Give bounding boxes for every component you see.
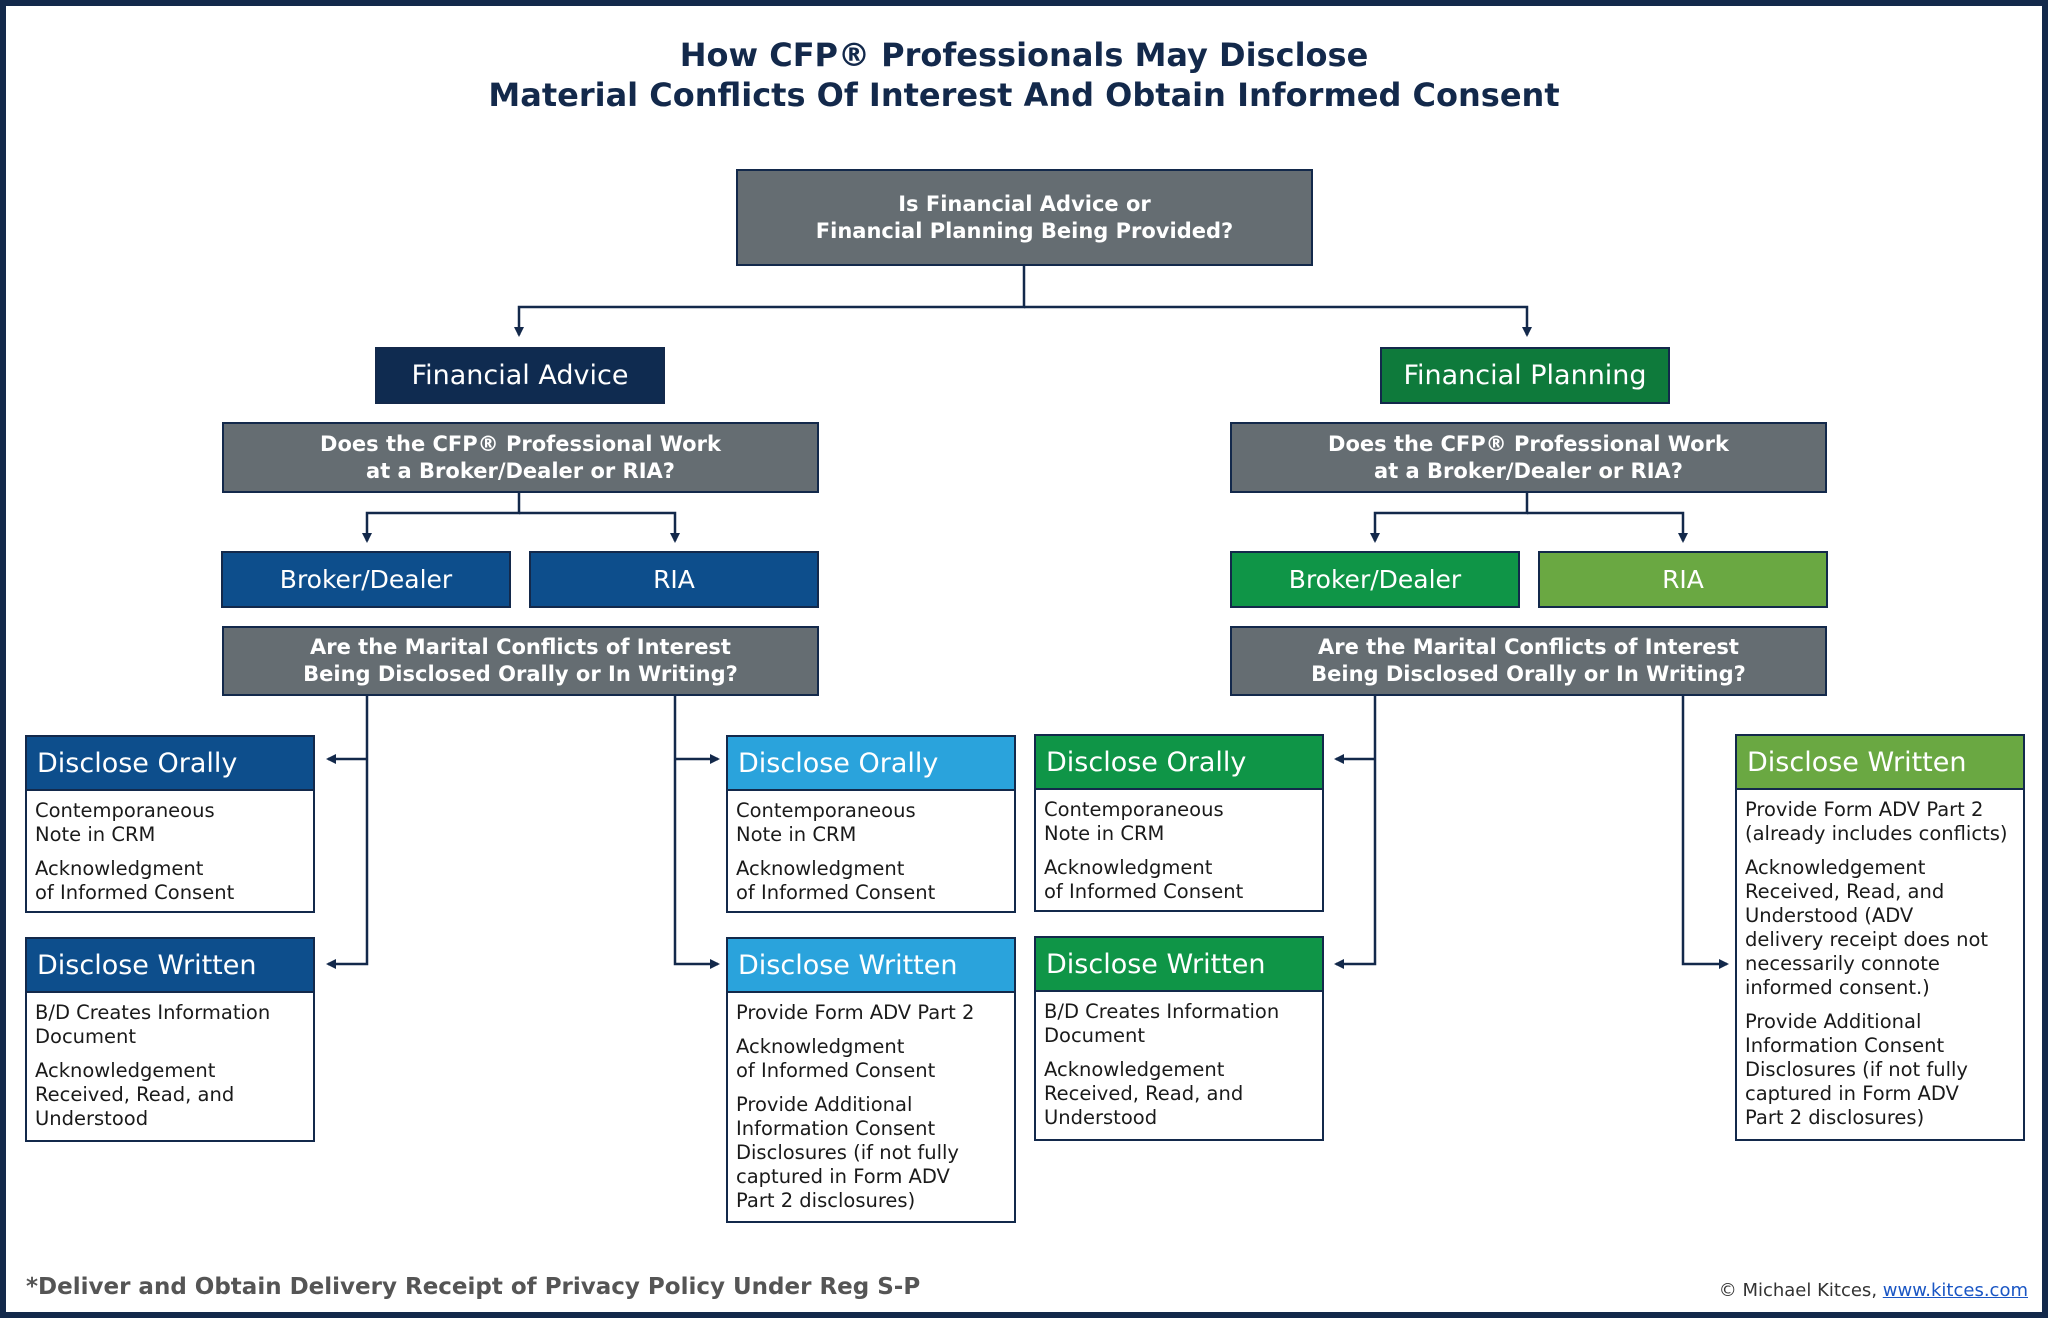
left-method-question-line-2: Being Disclosed Orally or In Writing? — [303, 662, 738, 686]
connector-left-bd-written — [326, 696, 369, 969]
card-heading: Disclose Written — [728, 939, 1014, 993]
title-line-2: Material Conflicts Of Interest And Obtai… — [488, 76, 1560, 114]
card-heading: Disclose Orally — [27, 737, 313, 791]
card-heading: Disclose Written — [1737, 736, 2023, 790]
card-item: Provide Additional Information Consent D… — [1745, 1010, 1968, 1129]
connector-root-left — [514, 266, 1026, 337]
credit-prefix: © Michael Kitces, — [1718, 1280, 1883, 1301]
title-line-1: How CFP® Professionals May Disclose — [679, 36, 1369, 74]
card-heading: Disclose Written — [1036, 938, 1322, 992]
connector-right-ria-written — [1681, 696, 1729, 969]
right-employer-question: Does the CFP® Professional Work at a Bro… — [1230, 422, 1827, 493]
card-item: Acknowledgement Received, Read, and Unde… — [35, 1059, 235, 1130]
card-item: Acknowledgment of Informed Consent — [736, 1035, 936, 1082]
left-employer-question: Does the CFP® Professional Work at a Bro… — [222, 422, 819, 493]
card-item: B/D Creates Information Document — [1044, 1000, 1280, 1047]
left-employer-question-line-2: at a Broker/Dealer or RIA? — [366, 458, 675, 483]
card-heading: Disclose Written — [27, 939, 313, 993]
kitces-link[interactable]: www.kitces.com — [1882, 1280, 2028, 1301]
right-bd-written-card: Disclose Written B/D Creates Information… — [1034, 936, 1324, 1141]
right-branch-broker-dealer: Broker/Dealer — [1230, 551, 1520, 608]
connector-root-right — [1024, 305, 1532, 337]
category-financial-planning: Financial Planning — [1380, 347, 1670, 404]
card-item: Provide Additional Information Consent D… — [736, 1093, 959, 1212]
root-question-line-1: Is Financial Advice or — [898, 191, 1151, 216]
right-branch-ria: RIA — [1538, 551, 1828, 608]
right-method-question: Are the Marital Conflicts of Interest Be… — [1230, 626, 1827, 696]
category-financial-advice: Financial Advice — [375, 347, 665, 404]
right-ria-written-card: Disclose Written Provide Form ADV Part 2… — [1735, 734, 2025, 1141]
card-item: Acknowledgment of Informed Consent — [736, 857, 936, 904]
credit: © Michael Kitces, www.kitces.com — [1719, 1280, 2028, 1301]
card-item: Contemporaneous Note in CRM — [1044, 798, 1224, 845]
card-heading: Disclose Orally — [1036, 736, 1322, 790]
right-method-question-line-1: Are the Marital Conflicts of Interest — [1318, 635, 1739, 659]
right-employer-question-line-2: at a Broker/Dealer or RIA? — [1374, 458, 1683, 483]
card-item: Acknowledgement Received, Read, and Unde… — [1745, 856, 1989, 999]
connector-left-bd — [362, 493, 521, 543]
card-item: Provide Form ADV Part 2 — [736, 1001, 975, 1024]
left-employer-question-line-1: Does the CFP® Professional Work — [320, 431, 721, 456]
left-ria-written-card: Disclose Written Provide Form ADV Part 2… — [726, 937, 1016, 1223]
card-item: Contemporaneous Note in CRM — [35, 799, 215, 846]
card-heading: Disclose Orally — [728, 737, 1014, 791]
right-method-question-line-2: Being Disclosed Orally or In Writing? — [1311, 662, 1746, 686]
connector-right-ria — [1527, 511, 1688, 543]
left-bd-written-card: Disclose Written B/D Creates Information… — [25, 937, 315, 1142]
connector-left-ria-written — [673, 696, 720, 969]
card-item: Acknowledgment of Informed Consent — [35, 857, 235, 904]
connector-left-ria — [519, 511, 680, 543]
right-bd-oral-card: Disclose Orally Contemporaneous Note in … — [1034, 734, 1324, 912]
connector-right-bd-written — [1334, 696, 1377, 969]
left-branch-broker-dealer: Broker/Dealer — [221, 551, 511, 608]
connector-right-bd — [1370, 493, 1529, 543]
left-ria-oral-card: Disclose Orally Contemporaneous Note in … — [726, 735, 1016, 913]
root-question-line-2: Financial Planning Being Provided? — [815, 218, 1234, 243]
card-item: Acknowledgment of Informed Consent — [1044, 856, 1244, 903]
left-bd-oral-card: Disclose Orally Contemporaneous Note in … — [25, 735, 315, 913]
left-method-question: Are the Marital Conflicts of Interest Be… — [222, 626, 819, 696]
root-question: Is Financial Advice or Financial Plannin… — [736, 169, 1313, 266]
card-item: Provide Form ADV Part 2 (already include… — [1745, 798, 2008, 845]
left-method-question-line-1: Are the Marital Conflicts of Interest — [310, 635, 731, 659]
card-item: Acknowledgement Received, Read, and Unde… — [1044, 1058, 1244, 1129]
right-employer-question-line-1: Does the CFP® Professional Work — [1328, 431, 1729, 456]
card-item: Contemporaneous Note in CRM — [736, 799, 916, 846]
card-item: B/D Creates Information Document — [35, 1001, 271, 1048]
footnote: *Deliver and Obtain Delivery Receipt of … — [26, 1274, 921, 1300]
left-branch-ria: RIA — [529, 551, 819, 608]
